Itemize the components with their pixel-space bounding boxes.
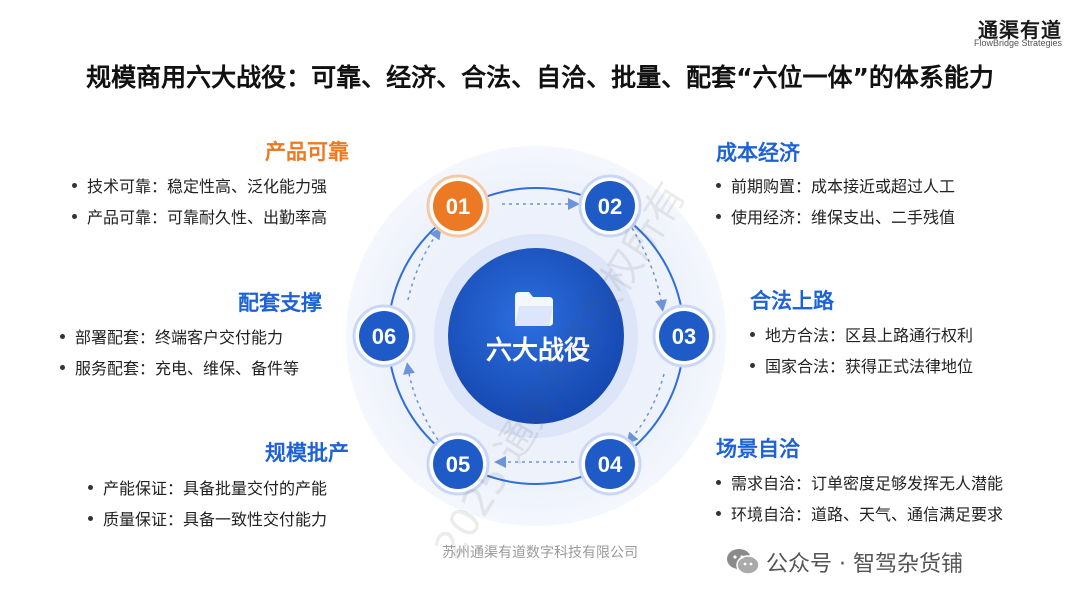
node-number: 04: [598, 452, 623, 477]
list-item: 产能保证：具备批量交付的产能: [88, 473, 327, 504]
flow-arrow-5-6: [403, 362, 439, 441]
bullet-dot: [750, 332, 755, 337]
node-01: 01: [426, 174, 490, 238]
list-item: 产品可靠：可靠耐久性、出勤率高: [72, 202, 327, 233]
bullet-dot: [72, 214, 77, 219]
panel-list-02: 前期购置：成本接近或超过人工 使用经济：维保支出、二手残值: [716, 171, 955, 233]
list-item: 环境自洽：道路、天气、通信满足要求: [716, 499, 1003, 530]
node-03: 03: [652, 304, 716, 368]
center-circle: [448, 248, 624, 424]
center-label: 六大战役: [485, 336, 590, 366]
panel-list-05: 产能保证：具备批量交付的产能 质量保证：具备一致性交付能力: [88, 473, 327, 535]
bullet-dot: [88, 485, 93, 490]
bullet-dot: [60, 334, 65, 339]
node-circle: [359, 311, 409, 361]
list-item: 质量保证：具备一致性交付能力: [88, 504, 327, 535]
list-item: 部署配套：终端客户交付能力: [60, 322, 299, 353]
list-item: 需求自洽：订单密度足够发挥无人潜能: [716, 468, 1003, 499]
node-number: 03: [672, 324, 696, 349]
panel-title-01: 产品可靠: [265, 140, 349, 164]
brand-name: 通渠有道: [978, 18, 1062, 42]
node-04: 04: [578, 432, 642, 496]
list-item: 国家合法：获得正式法律地位: [750, 351, 973, 382]
node-circle: [585, 181, 635, 231]
panel-title-02: 成本经济: [716, 141, 800, 165]
folder-icon: [515, 292, 553, 326]
panel-list-04: 需求自洽：订单密度足够发挥无人潜能 环境自洽：道路、天气、通信满足要求: [716, 468, 1003, 530]
panel-list-01: 技术可靠：稳定性高、泛化能力强 产品可靠：可靠耐久性、出勤率高: [72, 171, 327, 233]
node-circle: [433, 439, 483, 489]
node-circle: [433, 181, 483, 231]
flow-arrow-2-3: [631, 227, 667, 312]
bullet-dot: [716, 183, 721, 188]
footer-company: 苏州通渠有道数字科技有限公司: [442, 545, 638, 561]
bullet-dot: [716, 214, 721, 219]
node-02: 02: [578, 174, 642, 238]
panel-title-05: 规模批产: [265, 441, 349, 465]
node-circle: [585, 439, 635, 489]
bullet-dot: [716, 511, 721, 516]
node-number: 06: [372, 324, 396, 349]
panel-title-04: 场景自洽: [716, 437, 800, 461]
bullet-dot: [60, 365, 65, 370]
list-item: 技术可靠：稳定性高、泛化能力强: [72, 171, 327, 202]
bullet-dot: [750, 363, 755, 368]
node-circle: [659, 311, 709, 361]
page-title: 规模商用六大战役：可靠、经济、合法、自洽、批量、配套“六位一体”的体系能力: [86, 63, 994, 92]
wechat-icon: [726, 548, 760, 582]
node-05: 05: [426, 432, 490, 496]
panel-title-06: 配套支撑: [238, 291, 322, 315]
panel-list-06: 部署配套：终端客户交付能力 服务配套：充电、维保、备件等: [60, 322, 299, 384]
node-06: 06: [352, 304, 416, 368]
list-item: 地方合法：区县上路通行权利: [750, 320, 973, 351]
bullet-dot: [72, 183, 77, 188]
flow-arrow-3-4: [626, 373, 665, 445]
node-number: 02: [598, 194, 622, 219]
node-number: 05: [446, 452, 470, 477]
list-item: 使用经济：维保支出、二手残值: [716, 202, 955, 233]
list-item: 前期购置：成本接近或超过人工: [716, 171, 955, 202]
panel-title-03: 合法上路: [750, 289, 834, 313]
wechat-account: 公众号 · 智驾杂货铺: [726, 546, 963, 582]
brand-subtitle: FlowBridge Strategies: [973, 38, 1062, 48]
bullet-dot: [88, 516, 93, 521]
flow-arrow-6-1: [407, 227, 442, 301]
bullet-dot: [716, 480, 721, 485]
node-number: 01: [446, 194, 470, 219]
panel-list-03: 地方合法：区县上路通行权利 国家合法：获得正式法律地位: [750, 320, 973, 382]
list-item: 服务配套：充电、维保、备件等: [60, 353, 299, 384]
